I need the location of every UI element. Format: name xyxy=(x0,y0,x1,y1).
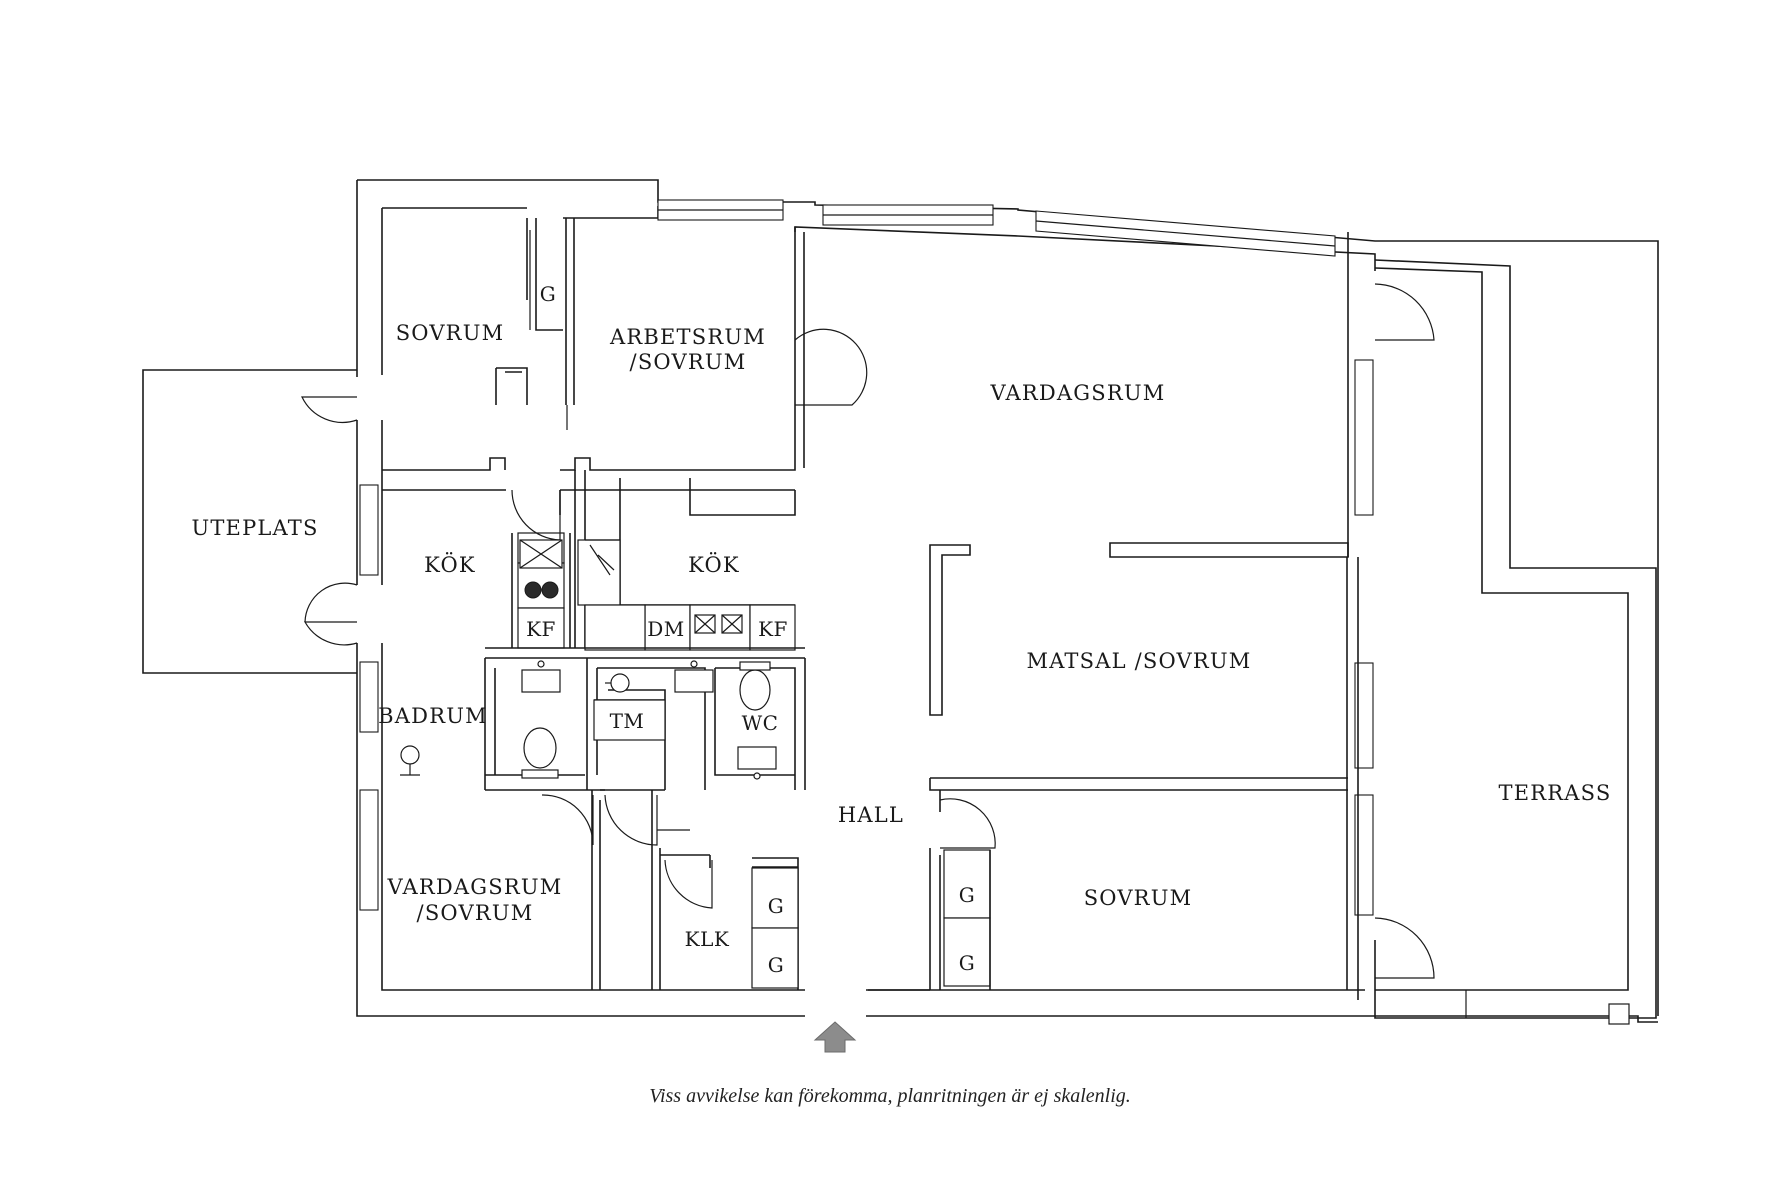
label-garderob-top: G xyxy=(540,282,556,306)
label-kf-left: KF xyxy=(526,617,556,641)
label-g-sovrum-2: G xyxy=(959,951,975,975)
terrace-post xyxy=(1608,1003,1630,1025)
label-terrass: TERRASS xyxy=(1499,781,1612,805)
label-hall: HALL xyxy=(838,803,904,827)
label-klk: KLK xyxy=(685,927,730,951)
label-kok-left: KÖK xyxy=(424,552,476,577)
label-badrum: BADRUM xyxy=(378,704,488,728)
interior-walls xyxy=(382,217,1359,1000)
label-sovrum-top: SOVRUM xyxy=(396,321,505,345)
label-g-klk-2: G xyxy=(768,953,784,977)
label-vardagsrum-sovrum-line1: VARDAGSRUM xyxy=(387,875,563,899)
label-g-klk-1: G xyxy=(768,894,784,918)
label-sovrum-bottom: SOVRUM xyxy=(1084,886,1193,910)
room-labels: SOVRUM G ARBETSRUM /SOVRUM VARDAGSRUM UT… xyxy=(191,282,1612,977)
label-tm: TM xyxy=(610,709,645,733)
label-arbetsrum-line2: /SOVRUM xyxy=(630,350,747,374)
label-vardagsrum: VARDAGSRUM xyxy=(990,381,1166,405)
label-arbetsrum-line1: ARBETSRUM xyxy=(609,325,766,349)
label-g-sovrum-1: G xyxy=(959,883,975,907)
label-wc: WC xyxy=(742,711,779,735)
label-kok-right: KÖK xyxy=(688,552,740,577)
windows xyxy=(359,199,1374,916)
label-dm: DM xyxy=(647,617,685,641)
label-matsal: MATSAL /SOVRUM xyxy=(1027,649,1252,673)
patio-outline xyxy=(142,369,357,674)
disclaimer-text: Viss avvikelse kan förekomma, planritnin… xyxy=(649,1085,1131,1107)
label-vardagsrum-sovrum-line2: /SOVRUM xyxy=(417,901,534,925)
label-uteplats: UTEPLATS xyxy=(191,516,318,540)
entrance-arrow-icon xyxy=(813,1021,857,1053)
terrace-outline xyxy=(1374,259,1657,1025)
doors xyxy=(301,283,1435,979)
fixtures xyxy=(400,230,777,780)
label-kf-right: KF xyxy=(758,617,788,641)
